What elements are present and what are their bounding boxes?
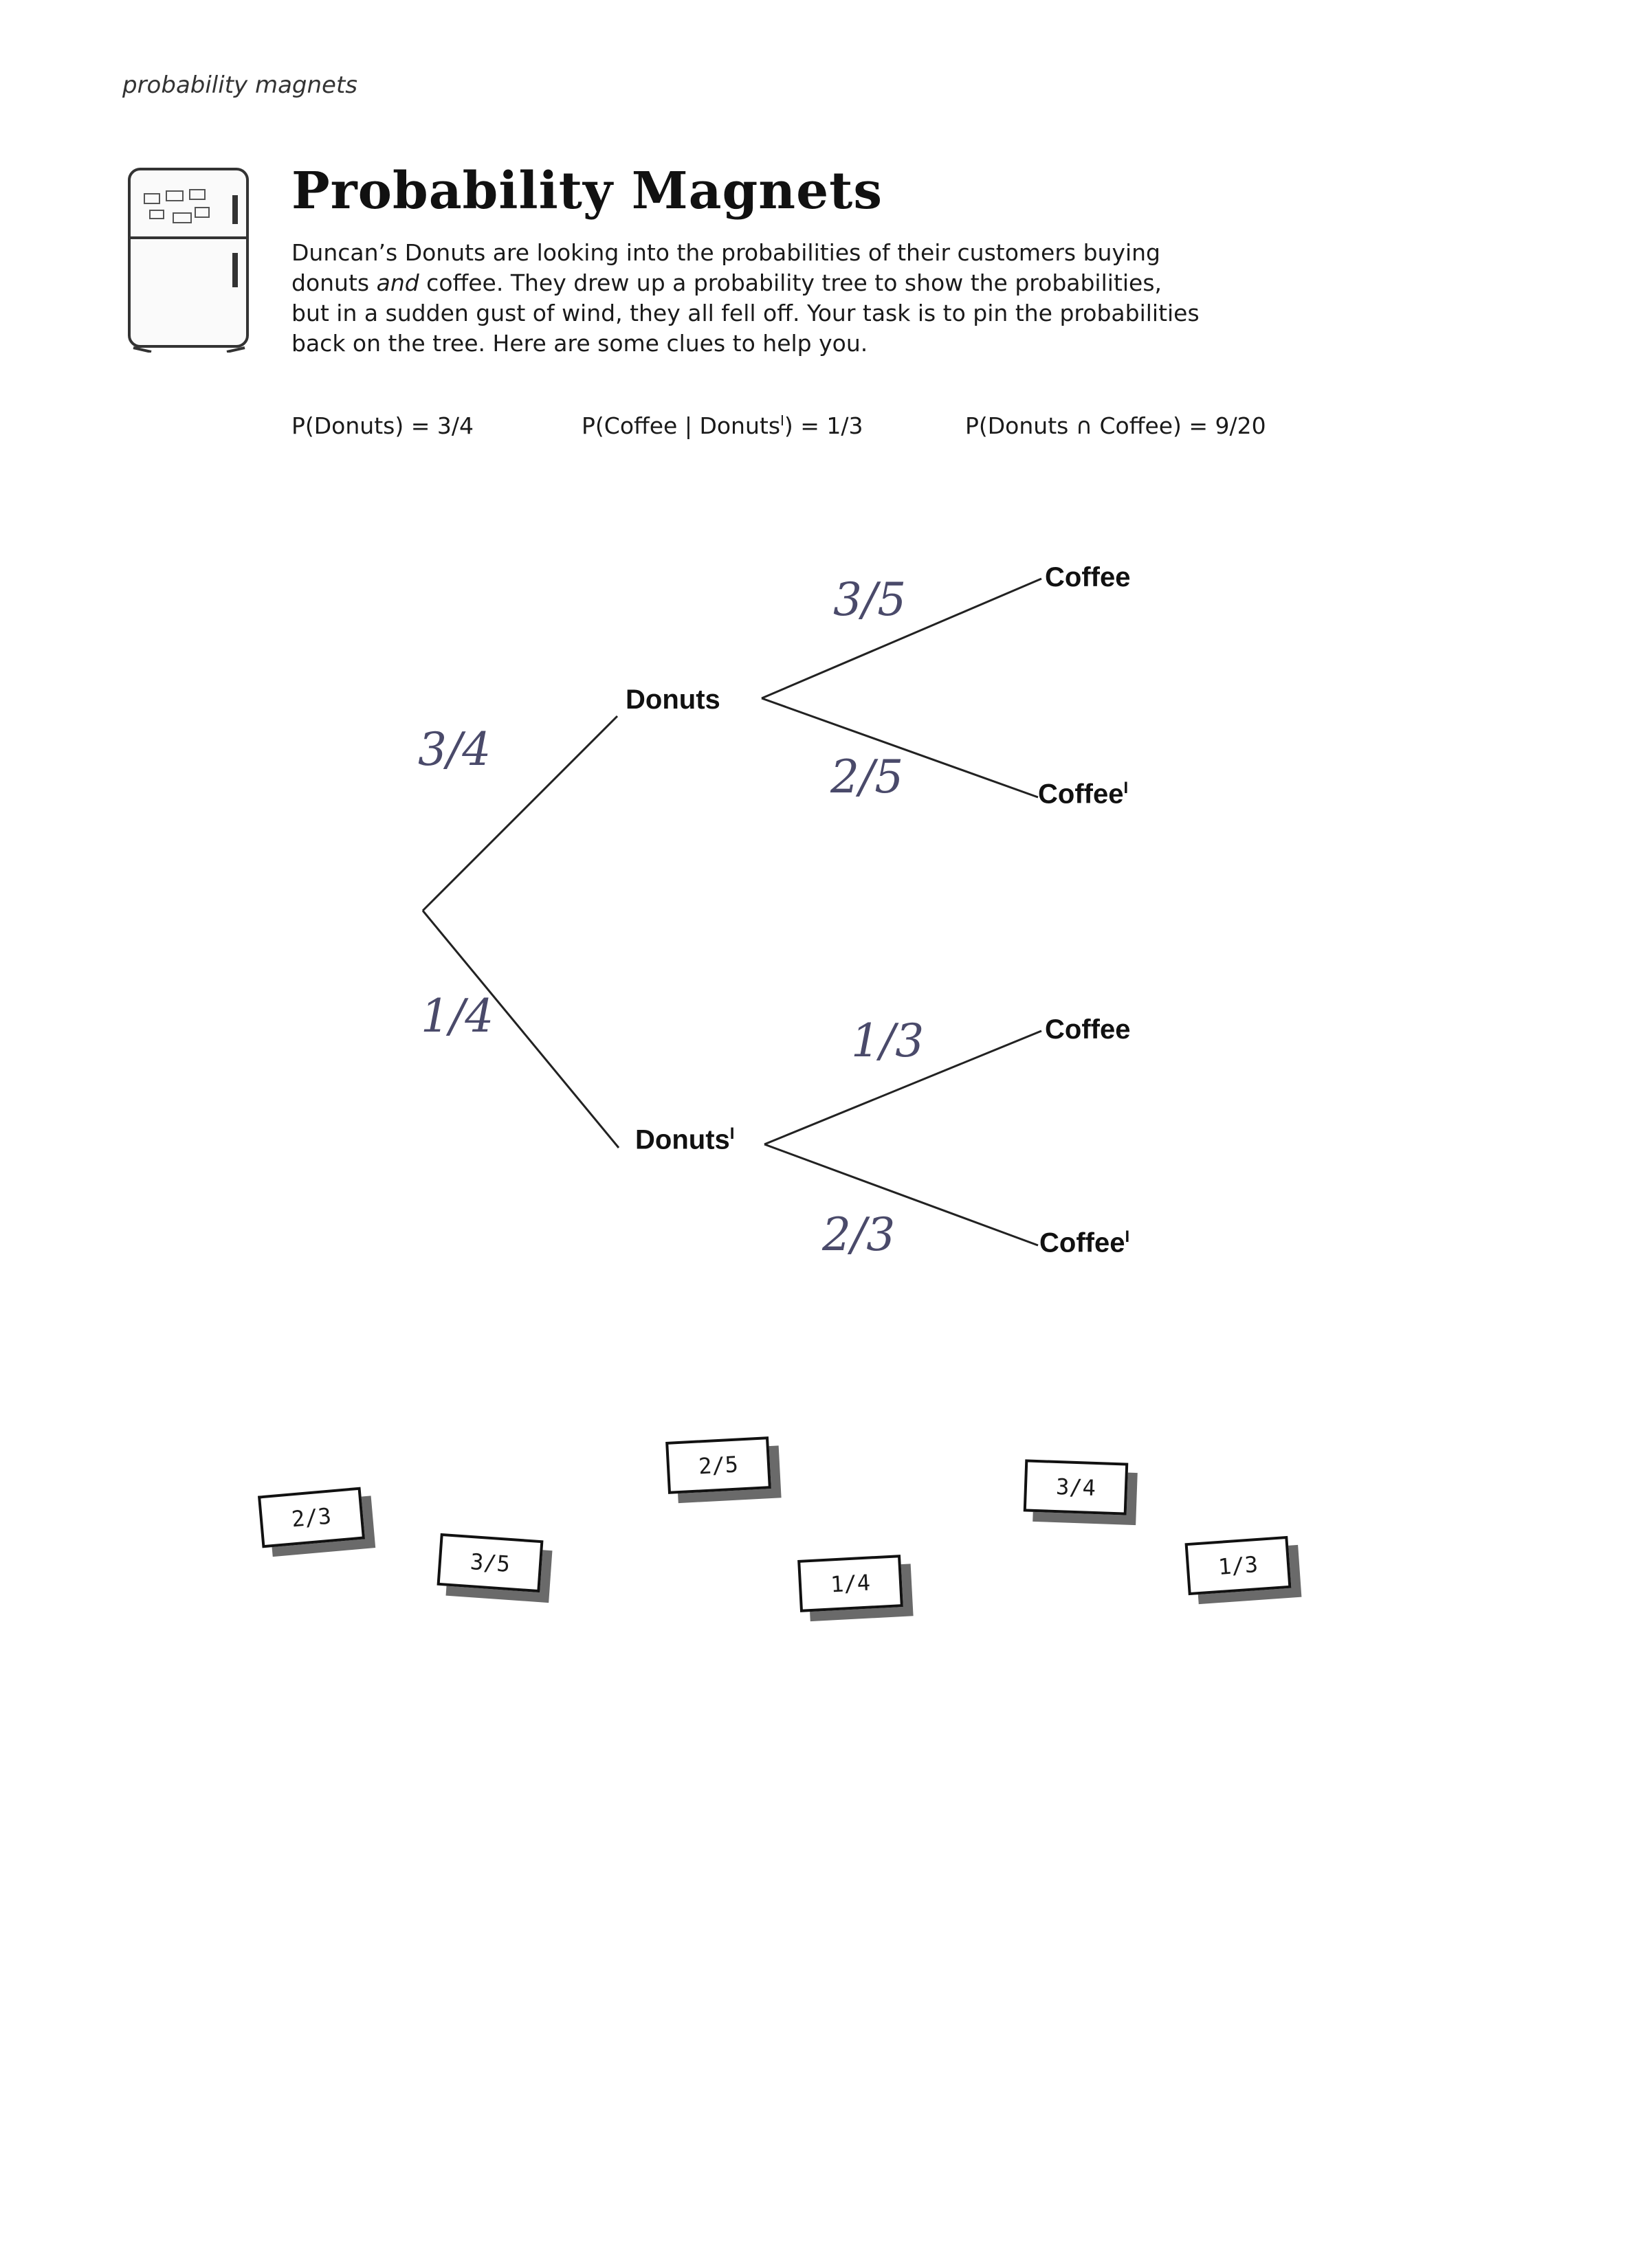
- magnet-tile[interactable]: 2/3: [257, 1487, 366, 1548]
- page-title: Probability Magnets: [291, 162, 883, 221]
- magnet-tile[interactable]: 2/5: [665, 1436, 771, 1494]
- node-coffee-bottom: Coffee: [1045, 1014, 1131, 1045]
- intro-paragraph: Duncan’s Donuts are looking into the pro…: [291, 238, 1206, 359]
- fridge-icon: [128, 168, 249, 353]
- magnet-tile[interactable]: 1/4: [797, 1555, 903, 1612]
- handwritten-p-coffee-not-given-donuts-not: 2/3: [822, 1208, 896, 1261]
- magnet-tile[interactable]: 3/4: [1023, 1459, 1129, 1515]
- branch-donuts-not-coffee: [764, 1030, 1042, 1146]
- handwritten-p-coffee-given-donuts-not: 1/3: [851, 1014, 925, 1067]
- clue-p-donuts-and-coffee: P(Donuts ∩ Coffee) = 9/20: [965, 412, 1266, 439]
- branch-root-donuts: [421, 715, 619, 912]
- handwritten-p-coffee-given-donuts: 3/5: [833, 573, 907, 626]
- clue-p-donuts: P(Donuts) = 3/4: [291, 412, 474, 439]
- magnet-tile[interactable]: 3/5: [437, 1533, 544, 1593]
- handwritten-p-donuts: 3/4: [418, 723, 492, 776]
- branch-root-donuts-not: [421, 910, 620, 1148]
- node-donuts-not: DonutsI: [635, 1124, 735, 1155]
- node-coffee-not-top: CoffeeI: [1038, 779, 1129, 810]
- clue-p-coffee-given-not-donuts: P(Coffee | DonutsI) = 1/3: [582, 412, 863, 439]
- intro-text: Duncan’s Donuts are looking into the pro…: [291, 239, 1161, 296]
- branch-donuts-not-coffee-not: [764, 1143, 1039, 1247]
- handwritten-p-coffee-not-given-donuts: 2/5: [830, 751, 904, 803]
- branch-donuts-coffee-not: [761, 697, 1039, 799]
- branch-donuts-coffee: [761, 577, 1042, 700]
- intro-emphasis: and: [376, 269, 419, 296]
- node-donuts: Donuts: [626, 685, 720, 715]
- magnet-tile[interactable]: 1/3: [1184, 1535, 1292, 1596]
- intro-text-end: coffee. They drew up a probability tree …: [291, 269, 1200, 357]
- node-coffee-top: Coffee: [1045, 562, 1131, 592]
- handwritten-p-donuts-not: 1/4: [421, 990, 494, 1043]
- node-coffee-not-bottom: CoffeeI: [1039, 1227, 1130, 1258]
- page-header: probability magnets: [122, 71, 358, 99]
